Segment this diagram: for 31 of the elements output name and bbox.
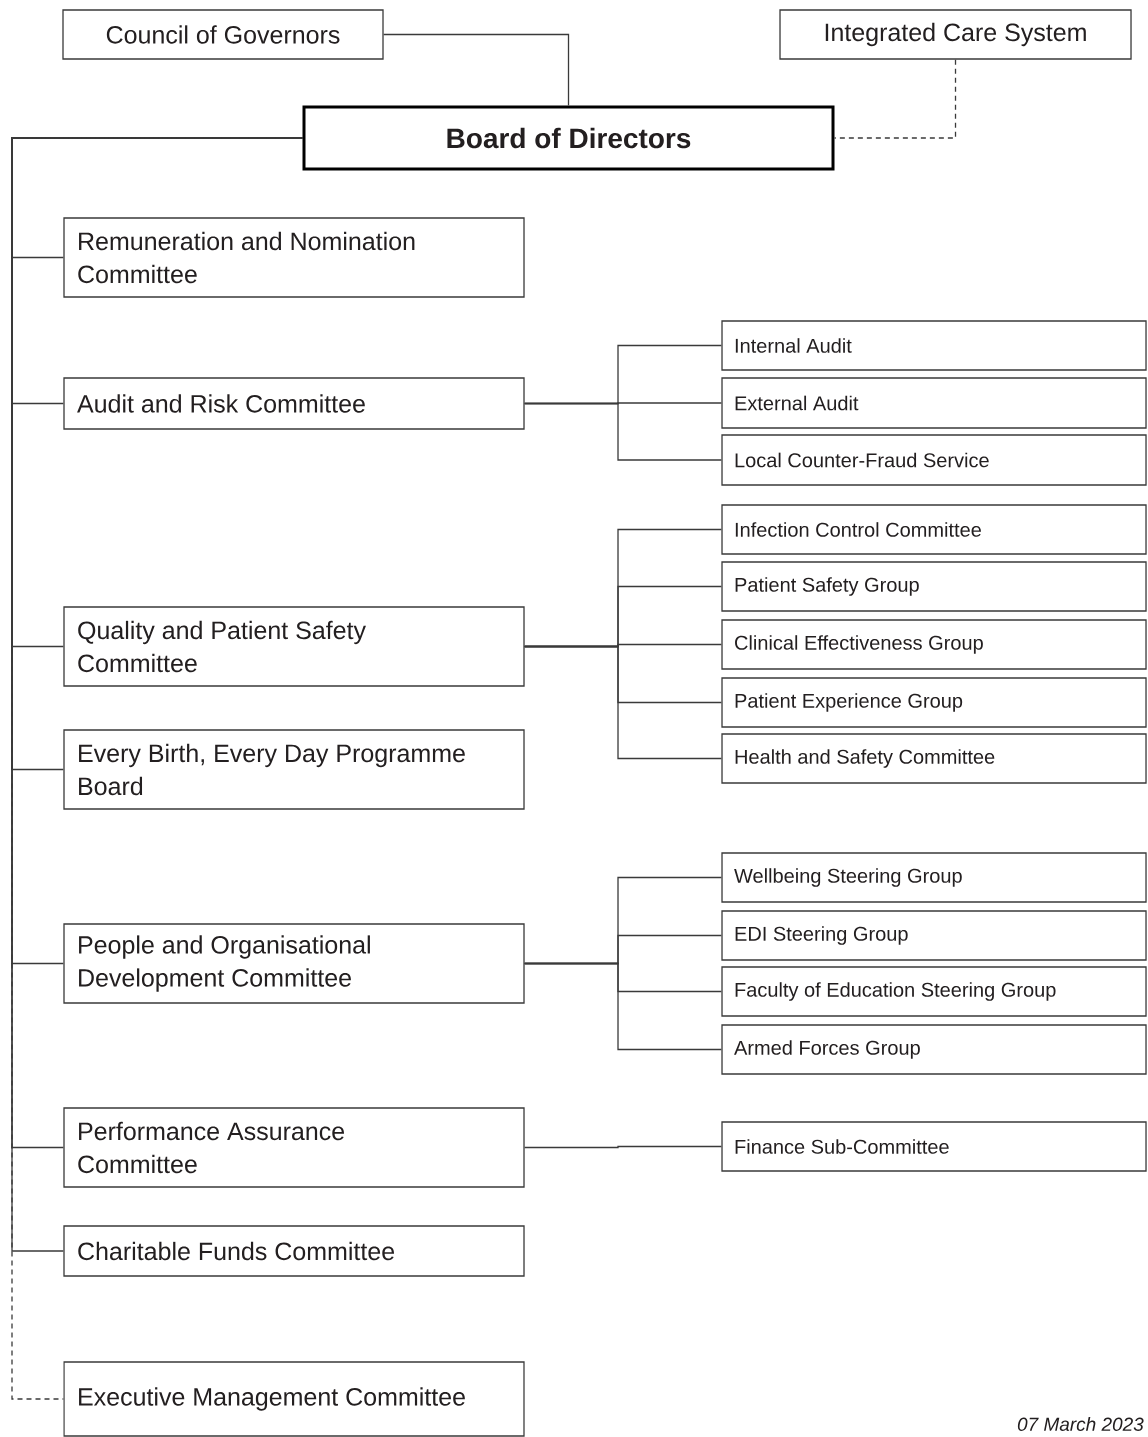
committee-box: Audit and Risk Committee	[63, 377, 525, 430]
group-box: Patient Safety Group	[721, 561, 1147, 612]
group-box: EDI Steering Group	[721, 910, 1147, 961]
committee-box: People and Organisational Development Committee	[63, 923, 525, 1004]
group-box: Local Counter-Fraud Service	[721, 434, 1147, 486]
committee-box: Performance Assurance Committee	[63, 1107, 525, 1188]
group-box: Wellbeing Steering Group	[721, 852, 1147, 903]
committee-box: Every Birth, Every Day Programme Board	[63, 729, 525, 810]
committee-box: Remuneration and Nomination Committee	[63, 217, 525, 298]
group-box: Clinical Effectiveness Group	[721, 619, 1147, 670]
connector	[524, 962, 722, 1051]
group-box: Faculty of Education Steering Group	[721, 966, 1147, 1017]
group-box: Finance Sub-Committee	[721, 1121, 1147, 1172]
connector	[524, 1145, 722, 1149]
committee-box: Charitable Funds Committee	[63, 1225, 525, 1277]
group-box: External Audit	[721, 377, 1147, 429]
committee-box: Quality and Patient Safety Committee	[63, 606, 525, 687]
group-box: Infection Control Committee	[721, 504, 1147, 555]
group-box: Patient Experience Group	[721, 677, 1147, 728]
connector	[524, 402, 722, 461]
connector	[524, 645, 722, 760]
group-box: Internal Audit	[721, 320, 1147, 371]
board-box: Board of Directors	[302, 105, 835, 171]
group-box: Armed Forces Group	[721, 1024, 1147, 1075]
org-box: Integrated Care System	[779, 9, 1132, 60]
org-box: Council of Governors	[62, 9, 384, 60]
committee-box: Executive Management Committee	[63, 1361, 525, 1437]
connector	[383, 33, 570, 107]
date-label: 07 March 2023	[1017, 1417, 1144, 1431]
group-box: Health and Safety Committee	[721, 733, 1147, 784]
dashed-connector	[833, 59, 957, 139]
